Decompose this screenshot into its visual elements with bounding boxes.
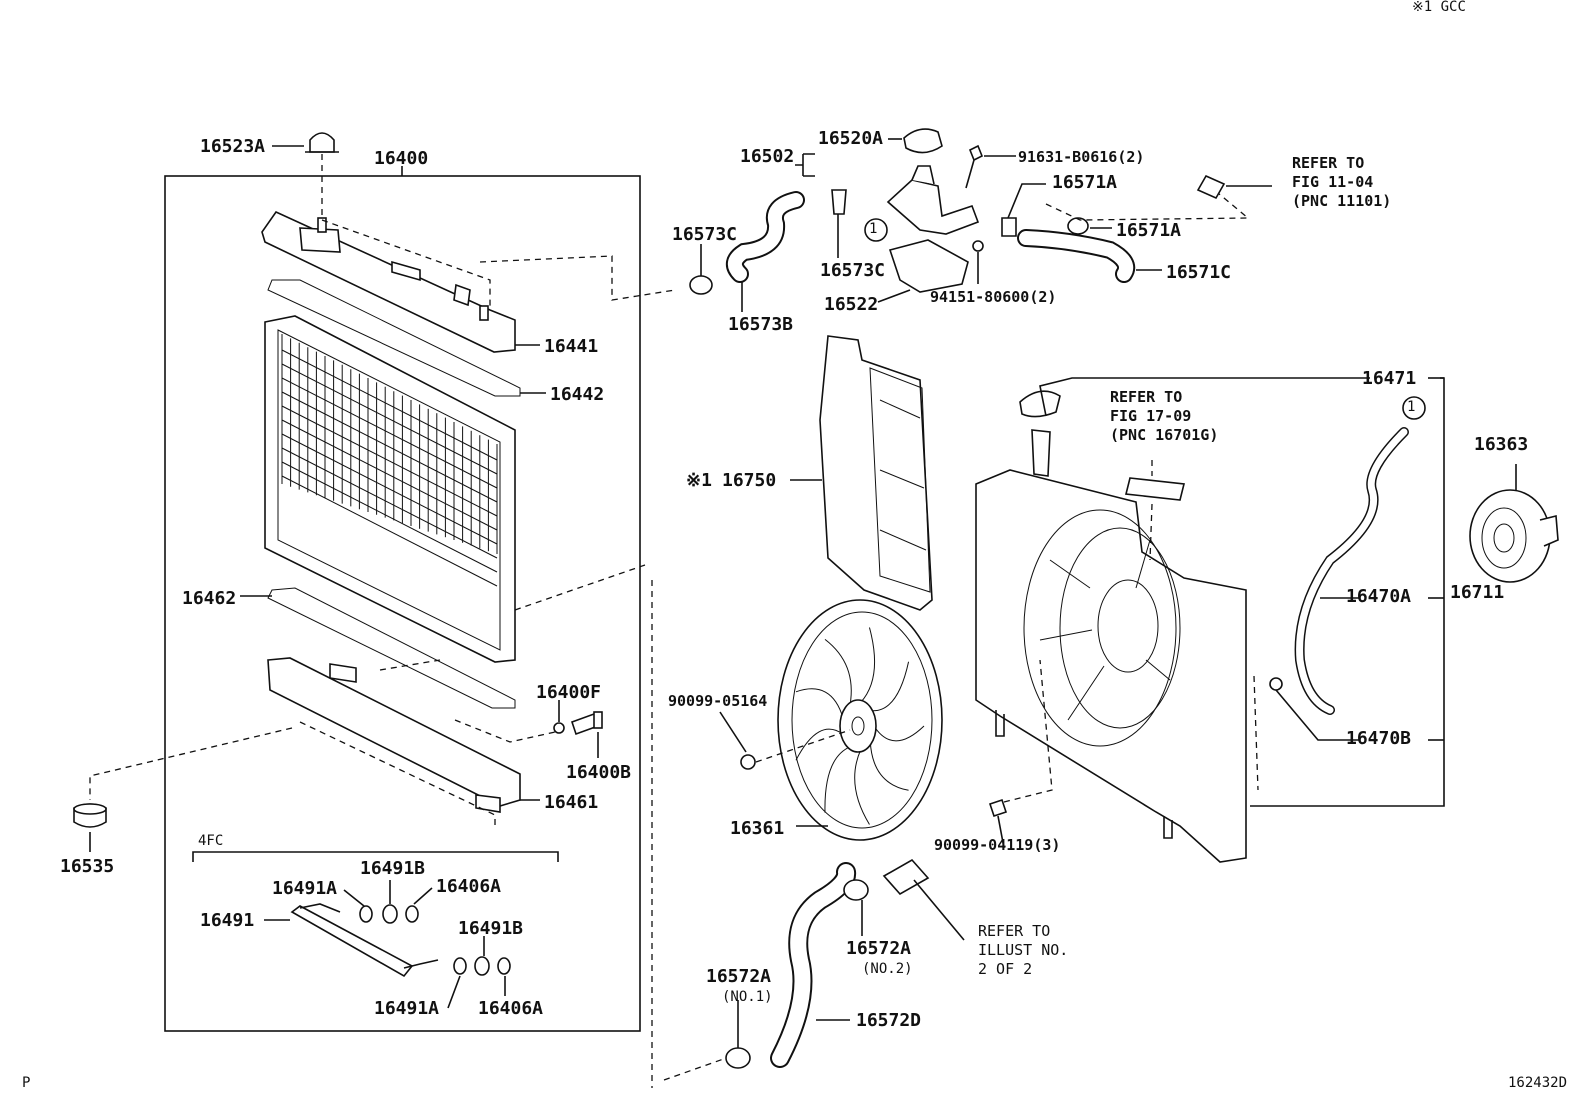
- gasket-16462: [267, 587, 516, 709]
- label-16471: 16471: [1362, 368, 1417, 389]
- label-16523a: 16523A: [200, 136, 266, 157]
- o-ring-16400f: [553, 722, 565, 734]
- circle-marker-1b: [1402, 396, 1426, 420]
- label-16406a-top: 16406A: [436, 876, 502, 897]
- label-16491b-bot: 16491B: [458, 918, 524, 939]
- refer-fig-11-04: REFER TO FIG 11-04 (PNC 11101): [1292, 154, 1392, 210]
- reservoir-cap-16471: [1019, 390, 1061, 418]
- radiator-core: [264, 315, 516, 663]
- label-16573b: 16573B: [728, 314, 794, 335]
- label-16400: 16400: [374, 148, 429, 169]
- label-16573c-mid: 16573C: [820, 260, 886, 281]
- label-16363: 16363: [1474, 434, 1529, 455]
- cap-16520a: [903, 128, 943, 154]
- label-16711: 16711: [1450, 582, 1505, 603]
- clamp-16572a-no1: [725, 1047, 751, 1069]
- label-16572a-right: 16572A: [846, 938, 912, 959]
- label-16750: 16750: [722, 470, 777, 491]
- label-16572d: 16572D: [856, 1010, 922, 1031]
- clamp-16571a-top: [1001, 217, 1017, 237]
- washer-16491a-bot: [453, 957, 467, 975]
- label-16750-mark: ※1: [686, 470, 712, 491]
- clip-16573c-mid: [831, 189, 847, 215]
- nut-16406a-bot: [497, 957, 511, 975]
- fan-shroud-16711: [975, 469, 1247, 863]
- label-patch: [1125, 477, 1185, 501]
- label-16361: 16361: [730, 818, 785, 839]
- label-16470a: 16470A: [1346, 586, 1412, 607]
- fan-16361: [777, 599, 943, 841]
- bolt-90099-04119: [988, 798, 1008, 818]
- label-16406a-bot: 16406A: [478, 998, 544, 1019]
- water-pipe-end: [882, 858, 930, 896]
- circle-marker-1a: [864, 218, 888, 242]
- lower-tank-16461: [267, 657, 521, 813]
- label-16491b-top: 16491B: [360, 858, 426, 879]
- radiator-cap-16523a: [305, 132, 339, 153]
- clamp-16573c-left: [689, 275, 713, 295]
- label-90099-05164: 90099-05164: [668, 692, 768, 710]
- label-16572a-left-sub: (NO.1): [722, 989, 773, 1005]
- clip-16470b: [1269, 677, 1283, 691]
- label-94151-80600: 94151-80600(2): [930, 288, 1057, 306]
- circle-1b-text: 1: [1407, 399, 1416, 415]
- refer-fig-17-09: REFER TO FIG 17-09 (PNC 16701G): [1110, 388, 1219, 444]
- label-16535: 16535: [60, 856, 115, 877]
- refer-hose-end: [1196, 174, 1226, 200]
- label-16400f: 16400F: [536, 682, 602, 703]
- washer-16491b-bot: [474, 956, 490, 976]
- footer-code: 162432D: [1508, 1075, 1568, 1091]
- label-16522: 16522: [824, 294, 879, 315]
- label-16470b: 16470B: [1346, 728, 1412, 749]
- 4fc-bracket: [192, 851, 559, 862]
- refer-illust-2-of-2: REFER TO ILLUST NO. 2 OF 2: [978, 922, 1069, 978]
- label-16491a-top: 16491A: [272, 878, 338, 899]
- clamp-16572a-no2: [843, 879, 869, 901]
- label-16520a: 16520A: [818, 128, 884, 149]
- group-bracket-16711: [1250, 377, 1445, 807]
- clamp-16571a-mid: [1067, 217, 1089, 235]
- label-16572a-left: 16572A: [706, 966, 772, 987]
- bracket-16522: [888, 239, 969, 293]
- upper-tank-16441: [261, 210, 516, 353]
- cushion-16535: [73, 803, 107, 828]
- label-16571c: 16571C: [1166, 262, 1232, 283]
- oil-cooler-pipe-16491: [290, 903, 439, 978]
- label-16502: 16502: [740, 146, 795, 167]
- label-90099-04119: 90099-04119(3): [934, 836, 1061, 854]
- fan-motor-16363: [1469, 489, 1559, 583]
- label-16572a-right-sub: (NO.2): [862, 961, 913, 977]
- air-guide-16750: [819, 335, 933, 611]
- label-91631-b0616: 91631-B0616(2): [1018, 148, 1145, 166]
- header-note: ※1 GCC: [1412, 0, 1466, 15]
- drain-cock-16400b: [570, 711, 603, 736]
- water-outlet-16502: [886, 165, 980, 235]
- nut-16406a-top: [405, 905, 419, 923]
- label-16461: 16461: [544, 792, 599, 813]
- nut-90099-05164: [740, 754, 756, 770]
- washer-16491a-top: [359, 905, 373, 923]
- bolt-91631: [965, 144, 984, 189]
- circle-1a-text: 1: [869, 221, 878, 237]
- label-16442: 16442: [550, 384, 605, 405]
- footer-left-mark: P: [22, 1075, 31, 1091]
- label-16400b: 16400B: [566, 762, 632, 783]
- label-16571a-mid: 16571A: [1116, 220, 1182, 241]
- label-16491: 16491: [200, 910, 255, 931]
- washer-16491b-top: [382, 904, 398, 924]
- label-4fc: 4FC: [198, 833, 224, 849]
- label-16462: 16462: [182, 588, 237, 609]
- label-16571a-top: 16571A: [1052, 172, 1118, 193]
- gasket-16442: [267, 279, 521, 397]
- label-16573c-left: 16573C: [672, 224, 738, 245]
- label-16491a-bot: 16491A: [374, 998, 440, 1019]
- label-16441: 16441: [544, 336, 599, 357]
- nut-94151: [972, 240, 984, 252]
